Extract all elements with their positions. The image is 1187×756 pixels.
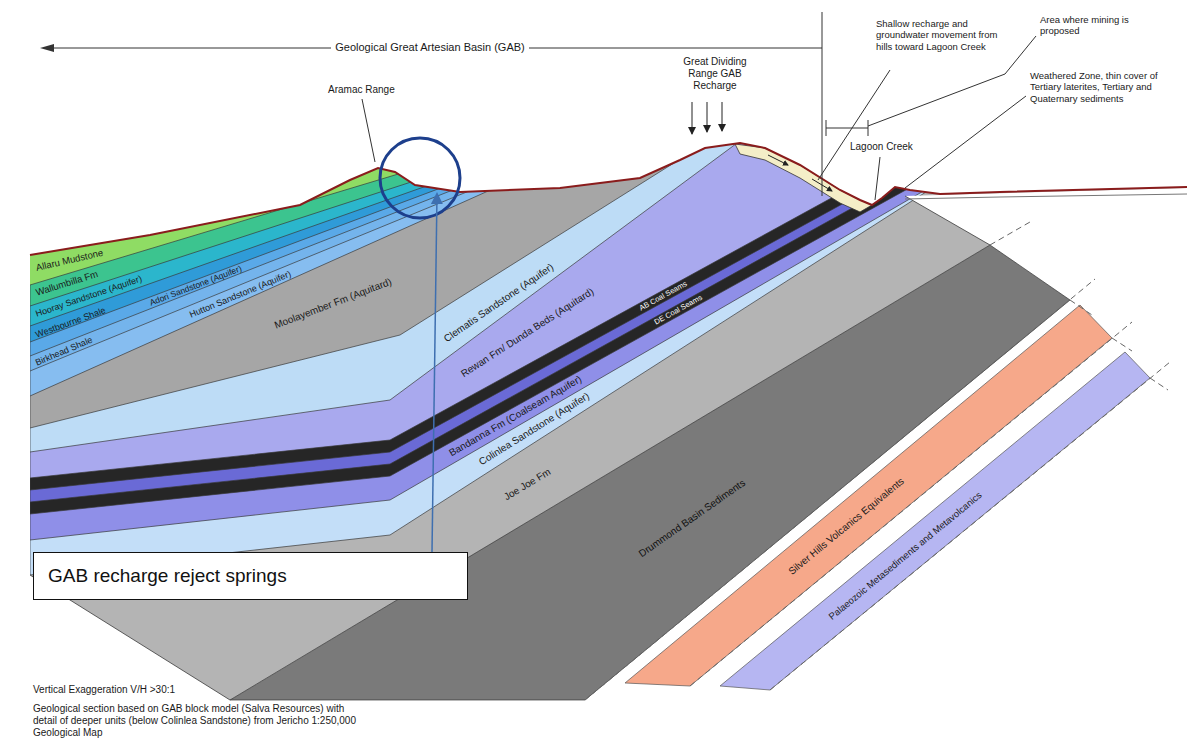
annotation-label: Aramac Range (328, 84, 395, 96)
unit-label: Birkhead Shale (34, 335, 94, 367)
inferred-boundary (585, 279, 1095, 700)
annotation-label: Geological section based on GAB block mo… (33, 703, 363, 739)
unit-label: Joe Joe Fm (502, 467, 552, 502)
unit-label: Clematis Sandstone (Aquifer) (442, 262, 555, 344)
ground-surface (30, 143, 1187, 255)
spring-circle (380, 138, 460, 218)
palaeozoic-layer (720, 352, 1150, 690)
annotation-label: Shallow recharge and groundwater movemen… (876, 18, 1000, 52)
annotation-label: Geological Great Artesian Basin (GAB) (331, 41, 529, 54)
recharge-arrow (722, 102, 723, 131)
callout-text: GAB recharge reject springs (48, 565, 287, 586)
recharge-arrow (692, 102, 693, 134)
mining-area-tick (826, 120, 827, 136)
unit-label: Silver Hills Volcanics Equivalents (787, 476, 906, 577)
basin-extent-arrowhead (40, 44, 54, 52)
annotation-label: Great Dividing Range GAB Recharge (670, 56, 760, 92)
recharge-arrow (707, 102, 708, 132)
leader-line (875, 157, 880, 200)
silver-hills-layer (625, 305, 1112, 686)
margin-ground (0, 188, 1187, 756)
unit-label: Rewan Fm/ Dunda Beds (Aquitard) (459, 286, 595, 379)
inferred-boundary (990, 222, 1030, 245)
annotation-label: Area where mining is proposed (1040, 14, 1140, 37)
inferred-boundary (1112, 338, 1132, 351)
callout-arrow (432, 194, 437, 552)
inferred-boundary (690, 322, 1132, 686)
shallow-recharge-zone (735, 144, 872, 212)
unit-label: Moolayember Fm (Aquitard) (273, 277, 393, 331)
annotation-label: Weathered Zone, thin cover of Tertiary l… (1030, 70, 1180, 104)
basin-boundary-line (822, 12, 823, 196)
unit-label: Hutton Sandstone (Aquifer) (188, 269, 292, 319)
inferred-boundary (1070, 300, 1092, 315)
leader-line (362, 99, 375, 162)
annotation-label: Vertical Exaggeration V/H >30:1 (33, 684, 175, 696)
annotation-label: Lagoon Creek (850, 141, 913, 153)
leader-line (905, 96, 1026, 188)
unit-label: Palaeozoic Metasediments and Metavolcani… (827, 490, 983, 621)
unit-boundary (905, 196, 990, 245)
inferred-boundary (770, 362, 1170, 690)
mining-area-tick (868, 120, 869, 136)
unit-label: Drummond Basin Sediments (637, 478, 747, 559)
flow-arrow (768, 155, 788, 165)
inferred-boundary (1150, 378, 1168, 390)
callout-box: GAB recharge reject springs (33, 552, 468, 600)
mining-area-bracket (826, 128, 868, 129)
